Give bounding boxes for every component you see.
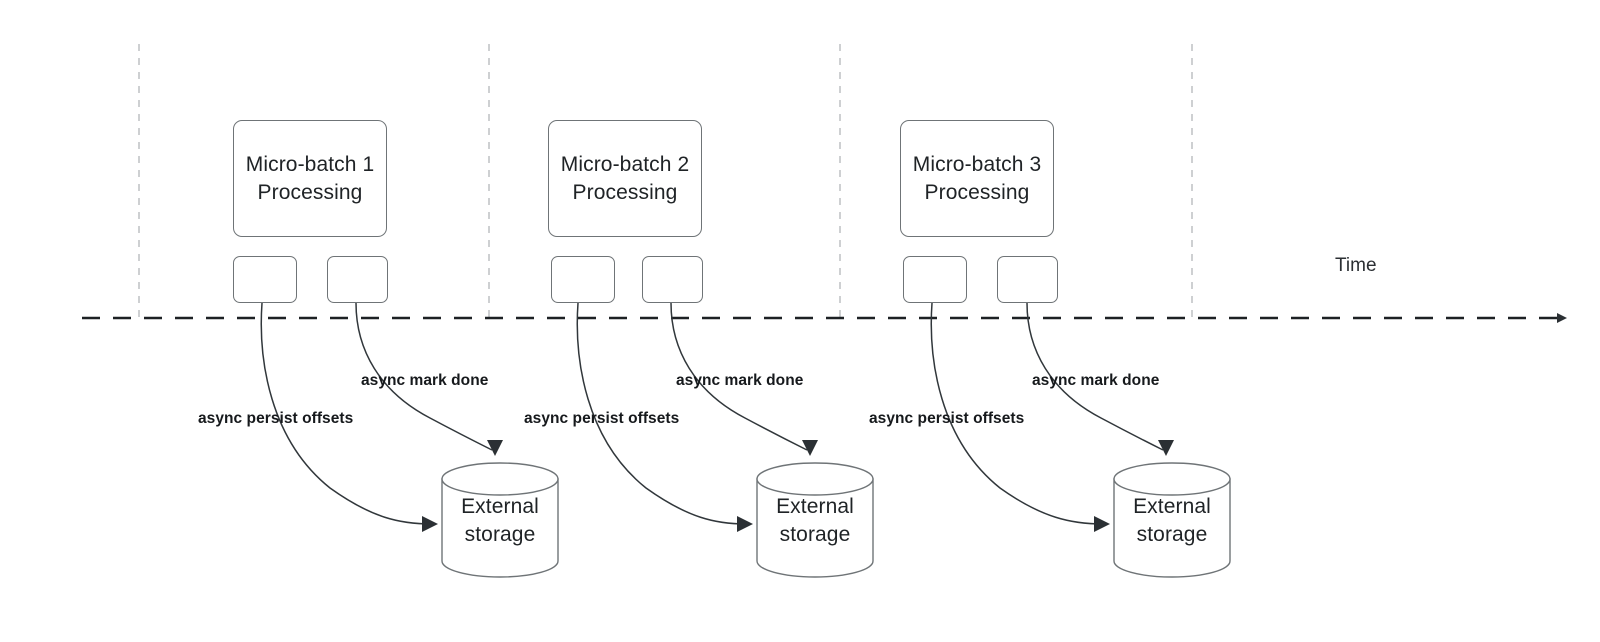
async-mark-done-label-2: async mark done — [676, 372, 804, 389]
mark-done-task-3[interactable] — [997, 256, 1058, 303]
arrowhead-mark-1 — [487, 440, 503, 456]
storage-cylinder-body-1 — [441, 478, 559, 578]
micro-batch-subtitle: Processing — [572, 180, 678, 204]
micro-batch-box-2[interactable]: Micro-batch 2 Processing — [548, 120, 702, 237]
arrowhead-mark-2 — [802, 440, 818, 456]
edge-mark-3 — [1026, 302, 1164, 451]
async-persist-offsets-label-2: async persist offsets — [524, 410, 680, 427]
storage-label-3: External storage — [1114, 493, 1230, 548]
edge-persist-2 — [576, 302, 747, 525]
persist-offsets-task-2[interactable] — [551, 256, 615, 303]
storage-cylinder-top-1 — [441, 462, 559, 496]
mark-done-task-1[interactable] — [327, 256, 388, 303]
async-persist-offsets-label-3: async persist offsets — [869, 410, 1025, 427]
storage-label-2: External storage — [757, 493, 873, 548]
persist-offsets-task-1[interactable] — [233, 256, 297, 303]
async-persist-offsets-label-1: async persist offsets — [198, 410, 354, 427]
storage-cylinders-group — [441, 462, 1231, 578]
arrowhead-persist-2 — [737, 516, 753, 532]
micro-batch-title: Micro-batch 1 — [245, 152, 375, 176]
micro-batch-title: Micro-batch 3 — [912, 152, 1042, 176]
storage-label-line2: storage — [1136, 522, 1208, 546]
time-axis-label: Time — [1335, 255, 1377, 276]
arrowhead-persist-3 — [1094, 516, 1110, 532]
micro-batch-box-3[interactable]: Micro-batch 3 Processing — [900, 120, 1054, 237]
micro-batch-title: Micro-batch 2 — [560, 152, 690, 176]
async-mark-done-label-1: async mark done — [361, 372, 489, 389]
storage-label-line2: storage — [779, 522, 851, 546]
async-mark-done-label-3: async mark done — [1032, 372, 1160, 389]
persist-offsets-task-3[interactable] — [903, 256, 967, 303]
micro-batch-subtitle: Processing — [924, 180, 1030, 204]
storage-label-line1: External — [776, 495, 854, 518]
guide-lines-group — [138, 44, 1193, 318]
storage-label-line2: storage — [464, 522, 536, 546]
micro-batch-box-1[interactable]: Micro-batch 1 Processing — [233, 120, 387, 237]
storage-label-line1: External — [461, 495, 539, 518]
edge-mark-1 — [355, 302, 493, 451]
storage-cylinder-top-2 — [756, 462, 874, 496]
arrowhead-persist-1 — [422, 516, 438, 532]
mark-done-task-2[interactable] — [642, 256, 703, 303]
edge-persist-3 — [930, 302, 1104, 525]
edge-mark-2 — [670, 302, 808, 451]
micro-batch-subtitle: Processing — [257, 180, 363, 204]
storage-cylinder-body-3 — [1113, 478, 1231, 578]
storage-cylinder-body-2 — [756, 478, 874, 578]
storage-label-line1: External — [1133, 495, 1211, 518]
edge-persist-1 — [260, 302, 433, 525]
storage-label-1: External storage — [442, 493, 558, 548]
edges-group — [260, 302, 1174, 532]
arrowhead-mark-3 — [1158, 440, 1174, 456]
storage-cylinder-top-3 — [1113, 462, 1231, 496]
